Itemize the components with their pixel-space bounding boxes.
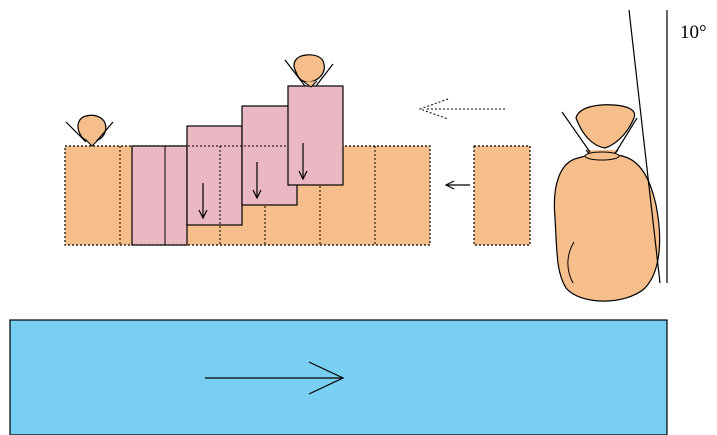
- tilted-plate: [628, 9, 661, 284]
- incoming-flat-bag: [473, 145, 531, 246]
- sack-icon: [65, 114, 114, 147]
- tilting-bag-stack: [131, 85, 344, 246]
- sack-icon: [284, 54, 334, 88]
- angle-label: 10°: [680, 22, 707, 43]
- arrow-icon: [418, 98, 505, 120]
- upright-sack: [553, 104, 661, 302]
- arrow-icon: [203, 143, 303, 218]
- conveyor-arrow: [205, 361, 345, 395]
